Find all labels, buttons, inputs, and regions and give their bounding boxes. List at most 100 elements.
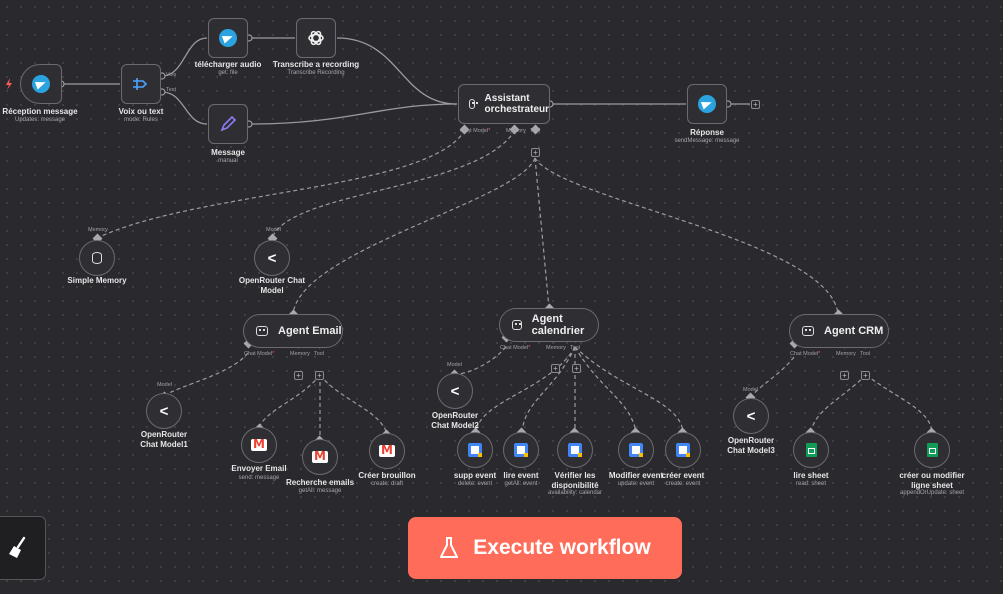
node-openrouter-chat-model2[interactable]: <	[437, 373, 473, 409]
node-agent-calendrier[interactable]: Agent calendrier	[499, 308, 599, 342]
google-calendar-icon	[568, 443, 582, 457]
port-chat-model: Chat Model*	[460, 128, 490, 134]
add-tool-button[interactable]: +	[315, 371, 324, 380]
openrouter-icon: <	[746, 407, 756, 425]
gmail-icon	[312, 449, 328, 463]
telegram-icon	[219, 29, 237, 47]
node-openrouter-chat-model1[interactable]: <	[146, 393, 182, 429]
port-label: Chat Model	[244, 351, 273, 357]
node-subtitle: getAll: event	[504, 481, 538, 487]
node-title: Agent Email	[278, 325, 342, 337]
add-memory-button[interactable]: +	[294, 371, 303, 380]
port-label: Memory	[88, 227, 108, 233]
node-simple-memory[interactable]	[79, 240, 115, 276]
node-creer-modifier-sheet[interactable]	[914, 432, 950, 468]
node-reponse[interactable]	[687, 84, 727, 124]
add-tool-button[interactable]: +	[572, 364, 581, 373]
node-verifier-disponibilite[interactable]	[557, 432, 593, 468]
port-label: Chat Model	[790, 351, 819, 357]
add-tool-button[interactable]: +	[531, 148, 540, 157]
node-title: OpenRouter Chat Model	[238, 276, 306, 295]
node-assistant-orchestrateur[interactable]: Assistant orchestrateur	[458, 84, 550, 124]
node-title: Assistant orchestrateur	[484, 93, 549, 115]
port-label: Model	[157, 382, 172, 388]
node-openrouter-chat-model[interactable]: <	[254, 240, 290, 276]
node-reception-message[interactable]	[20, 64, 62, 104]
node-agent-email[interactable]: Agent Email	[243, 314, 343, 348]
required-marker: *	[488, 128, 491, 134]
flask-icon	[440, 537, 459, 558]
node-title: Vérifier les disponibilité	[551, 471, 599, 490]
robot-icon	[469, 99, 475, 109]
node-subtitle: getAll: message	[298, 488, 342, 494]
google-calendar-icon	[676, 443, 690, 457]
node-title: OpenRouter Chat Model3	[727, 436, 775, 455]
switch-icon	[133, 78, 148, 90]
node-envoyer-email[interactable]	[241, 427, 277, 463]
node-title: Réponse	[690, 128, 724, 137]
node-subtitle: mode: Rules	[124, 117, 158, 123]
node-title: lire event	[503, 471, 539, 480]
openai-icon	[308, 30, 324, 46]
add-node-button[interactable]: +	[751, 100, 760, 109]
node-voix-ou-text[interactable]	[121, 64, 161, 104]
node-recherche-emails[interactable]	[302, 439, 338, 475]
google-sheets-icon	[926, 443, 938, 457]
google-calendar-icon	[514, 443, 528, 457]
port-tool: Tool	[530, 128, 541, 134]
node-openrouter-chat-model3[interactable]: <	[733, 398, 769, 434]
google-sheets-icon	[805, 443, 817, 457]
node-agent-crm[interactable]: Agent CRM	[789, 314, 889, 348]
node-transcribe-recording[interactable]	[296, 18, 336, 58]
node-lire-sheet[interactable]	[793, 432, 829, 468]
node-supp-event[interactable]	[457, 432, 493, 468]
node-modifier-event[interactable]	[618, 432, 654, 468]
port-label: Chat Model	[500, 345, 529, 351]
execute-workflow-label: Execute workflow	[473, 536, 651, 559]
node-title: Agent calendrier	[531, 313, 585, 337]
add-memory-button[interactable]: +	[551, 364, 560, 373]
node-lire-event[interactable]	[503, 432, 539, 468]
node-title: lire sheet	[793, 471, 829, 480]
node-subtitle: manual	[218, 158, 238, 164]
openrouter-icon: <	[159, 402, 169, 420]
node-title: Message	[211, 148, 245, 157]
node-title: supp event	[453, 471, 497, 480]
node-creer-event[interactable]	[665, 432, 701, 468]
node-subtitle: read: sheet	[795, 481, 827, 487]
port-memory: Memory	[546, 345, 566, 351]
port-tool: Tool	[314, 351, 325, 357]
node-title: créer event	[661, 471, 705, 480]
output-voix: Voix	[166, 72, 177, 78]
node-title: télécharger audio	[194, 60, 262, 69]
robot-icon	[256, 326, 268, 336]
port-chat-model: Chat Model*	[500, 345, 530, 351]
node-subtitle: Updates: message	[14, 117, 66, 123]
tidy-up-button[interactable]	[0, 516, 46, 580]
required-marker: *	[272, 351, 275, 357]
port-tool: Tool	[570, 345, 581, 351]
execute-workflow-button[interactable]: Execute workflow	[408, 517, 682, 579]
lightning-icon	[6, 78, 12, 90]
robot-icon	[802, 326, 814, 336]
node-subtitle: appendOrUpdate: sheet	[899, 490, 965, 496]
add-tool-button[interactable]: +	[861, 371, 870, 380]
node-creer-brouillon[interactable]	[369, 433, 405, 469]
robot-icon	[512, 320, 522, 330]
node-title: Transcribe a recording	[272, 60, 360, 69]
node-title: OpenRouter Chat Model2	[431, 411, 479, 430]
node-subtitle: create: draft	[370, 481, 404, 487]
node-title: Simple Memory	[67, 276, 127, 285]
google-calendar-icon	[629, 443, 643, 457]
node-message[interactable]	[208, 104, 248, 144]
gmail-icon	[379, 443, 395, 457]
required-marker: *	[528, 345, 531, 351]
port-memory: Memory	[836, 351, 856, 357]
port-memory: Memory	[506, 128, 526, 134]
add-memory-button[interactable]: +	[840, 371, 849, 380]
node-title: créer ou modifier ligne sheet	[899, 471, 965, 490]
node-subtitle: create: event	[665, 481, 701, 487]
node-telecharger-audio[interactable]	[208, 18, 248, 58]
gmail-icon	[251, 437, 267, 451]
